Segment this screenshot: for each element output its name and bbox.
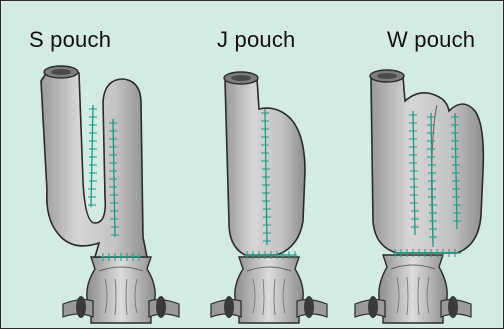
j-pouch [211,72,327,323]
w-pouch-bowel [371,73,483,253]
w-pouch [355,70,483,323]
s-pouch [41,66,179,323]
s-pouch-bowel [41,68,147,257]
w-anal-canal [355,255,471,323]
s-anal-canal [63,257,179,323]
j-pouch-bowel [225,75,305,255]
j-anal-canal [211,257,327,323]
